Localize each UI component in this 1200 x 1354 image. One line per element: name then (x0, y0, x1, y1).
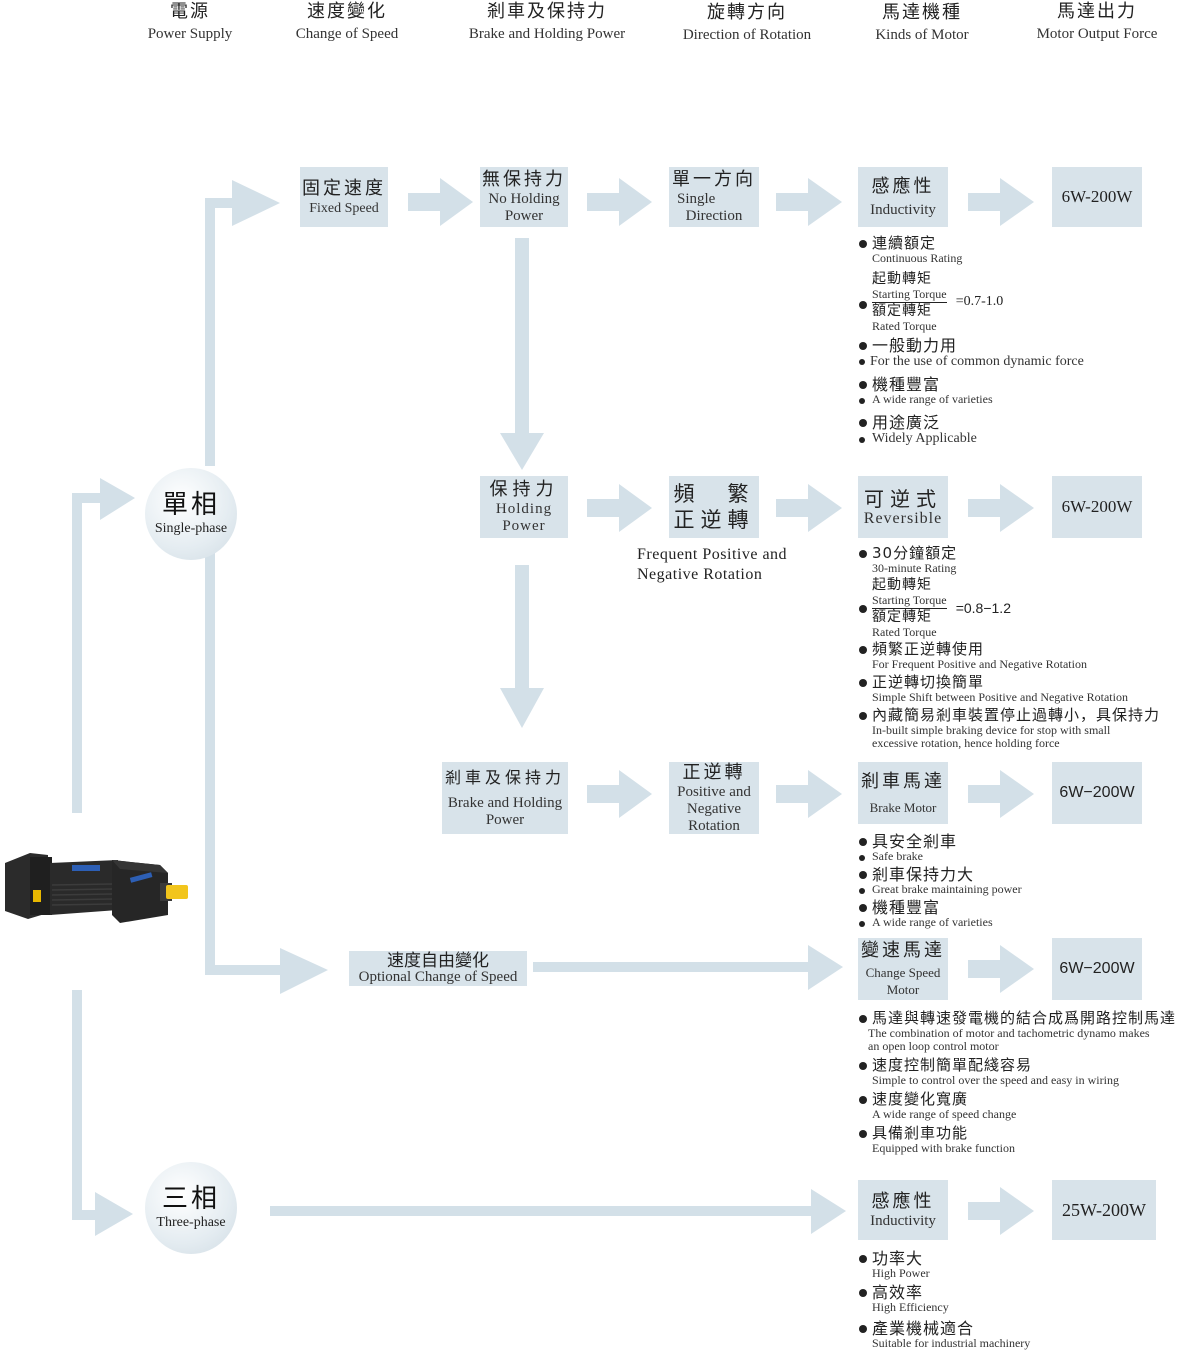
arrow-single-to-inductivity (808, 178, 842, 226)
feature-item: 正逆轉切換簡單 Simple Shift between Positive an… (858, 674, 1198, 704)
node-three-phase: 三相 Three-phase (145, 1162, 237, 1254)
feature-item: 馬達與轉速發電機的結合成爲開路控制馬達 The combination of m… (858, 1010, 1200, 1053)
arrow-brakeholding-to-posneg (619, 770, 652, 818)
single-down-hline (205, 965, 285, 975)
motor-brake: 剎車馬達 Brake Motor (858, 762, 948, 824)
node-single-phase: 單相 Single-phase (145, 468, 237, 560)
output-inductivity-three: 25W-200W (1052, 1180, 1156, 1240)
motor-inductivity-three: 感應性 Inductivity (858, 1180, 948, 1240)
header-output-force: 馬達出力 Motor Output Force (1036, 1, 1158, 42)
arrow-frequent-to-reversible (808, 484, 842, 532)
feature-item: 高效率 High Efficiency (858, 1284, 1188, 1314)
arrow-down-to-holding (500, 433, 544, 470)
feature-item: 內藏簡易剎車裝置停止過轉小，具保持力 In-built simple braki… (858, 707, 1198, 750)
arrow-to-three-phase (95, 1192, 133, 1236)
output-change-speed: 6W−200W (1052, 938, 1142, 1000)
feature-item: 機種豐富 A wide range of varieties (858, 376, 1188, 406)
feature-item: 具備剎車功能 Equipped with brake function (858, 1125, 1200, 1155)
single-up-hline (205, 198, 235, 208)
feature-item: 一般動力用 For the use of common dynamic forc… (858, 337, 1188, 370)
node-optional-speed: 速度自由變化 Optional Change of Speed (349, 951, 527, 986)
header-change-of-speed: 速度變化 Change of Speed (295, 1, 399, 42)
node-positive-negative: 正逆轉 Positive and Negative Rotation (669, 762, 759, 834)
gear-motor-image (0, 845, 195, 925)
feature-item: 30分鐘額定 30-minute Rating (858, 545, 1198, 575)
torque-fraction: 起動轉矩 Starting Torque 額定轉矩 Rated Torque (872, 577, 947, 639)
trunk-down-hline (72, 1210, 102, 1220)
feature-item: 連續額定 Continuous Rating (858, 235, 1188, 265)
header-brake-holding: 剎車及保持力 Brake and Holding Power (468, 1, 626, 42)
features-inductivity-single: 連續額定 Continuous Rating 起動轉矩 Starting Tor… (858, 235, 1188, 447)
feature-item: 速度變化寬廣 A wide range of speed change (858, 1091, 1200, 1121)
features-change-speed: 馬達與轉速發電機的結合成爲開路控制馬達 The combination of m… (858, 1010, 1200, 1155)
node-fixed-speed: 固定速度 Fixed Speed (300, 167, 388, 227)
arrow-optional-to-changespeed (808, 945, 843, 990)
output-inductivity-single: 6W-200W (1052, 167, 1142, 227)
output-brake: 6W−200W (1052, 762, 1142, 824)
header-kinds-of-motor: 馬達機種 Kinds of Motor (875, 2, 969, 43)
feature-item: 功率大 High Power (858, 1250, 1188, 1280)
arrow-to-fixed-speed (232, 180, 280, 226)
feature-item: 用途廣泛 Widely Applicable (858, 414, 1188, 447)
arrow-to-optional-speed (280, 948, 328, 994)
node-single-direction: 單一方向 Single Direction (669, 167, 759, 227)
frequent-reverse-caption: Frequent Positive and Negative Rotation (637, 546, 788, 583)
node-brake-holding: 剎車及保持力 Brake and Holding Power (442, 762, 568, 834)
arrow-fixed-to-noholding (440, 178, 473, 226)
node-holding-power: 保持力 Holding Power (480, 476, 568, 538)
features-inductivity-three: 功率大 High Power 高效率 High Efficiency 產業機械適… (858, 1250, 1188, 1350)
header-power-supply: 電源 Power Supply (147, 1, 233, 42)
arrow-holding-to-frequent (619, 484, 652, 532)
header-direction: 旋轉方向 Direction of Rotation (682, 2, 812, 43)
motor-change-speed: 變速馬達 Change Speed Motor (858, 938, 948, 1000)
output-reversible: 6W-200W (1052, 476, 1142, 538)
trunk-up-hline (72, 493, 102, 503)
arrow-threephase-to-inductivity (811, 1189, 846, 1234)
trunk-up-line (72, 493, 82, 813)
down-line-2 (515, 565, 529, 690)
motor-reversible: 可逆式 Reversible (858, 476, 948, 538)
arrow-to-single-phase (100, 478, 135, 520)
arrow-down-to-brake-holding (500, 688, 544, 728)
feature-item: 具安全剎車 Safe brake (858, 833, 1188, 863)
single-down-line (205, 550, 215, 975)
feature-item: 產業機械適合 Suitable for industrial machinery (858, 1320, 1188, 1350)
feature-torque-ratio: 起動轉矩 Starting Torque 額定轉矩 Rated Torque =… (858, 271, 1188, 333)
arrow-brakemotor-to-output (1000, 770, 1034, 818)
feature-torque-ratio: 起動轉矩 Starting Torque 額定轉矩 Rated Torque =… (858, 577, 1198, 639)
torque-fraction: 起動轉矩 Starting Torque 額定轉矩 Rated Torque (872, 271, 947, 333)
features-reversible: 30分鐘額定 30-minute Rating 起動轉矩 Starting To… (858, 545, 1198, 750)
down-line-1 (515, 238, 529, 436)
arrow-noholding-to-single (619, 178, 652, 226)
feature-item: 速度控制簡單配綫容易 Simple to control over the sp… (858, 1057, 1200, 1087)
node-frequent-reverse: 頻 繁 正逆轉 (669, 476, 759, 538)
feature-item: 頻繁正逆轉使用 For Frequent Positive and Negati… (858, 641, 1198, 671)
arrow-reversible-to-output (1000, 484, 1034, 532)
features-brake-motor: 具安全剎車 Safe brake 剎車保持力大 Great brake main… (858, 833, 1188, 929)
arrow-changespeed-to-output (1000, 945, 1034, 993)
feature-item: 剎車保持力大 Great brake maintaining power (858, 866, 1188, 896)
arrow-inductivity3-to-output (1000, 1187, 1034, 1235)
arrow-posneg-to-brakemotor (808, 770, 842, 818)
single-up-line (205, 198, 215, 466)
trunk-down-line (72, 990, 82, 1220)
feature-item: 機種豐富 A wide range of varieties (858, 899, 1188, 929)
node-no-holding-power: 無保持力 No Holding Power (480, 167, 568, 227)
arrow-inductivity-to-output (1000, 178, 1034, 226)
motor-inductivity-single: 感應性 Inductivity (858, 167, 948, 227)
